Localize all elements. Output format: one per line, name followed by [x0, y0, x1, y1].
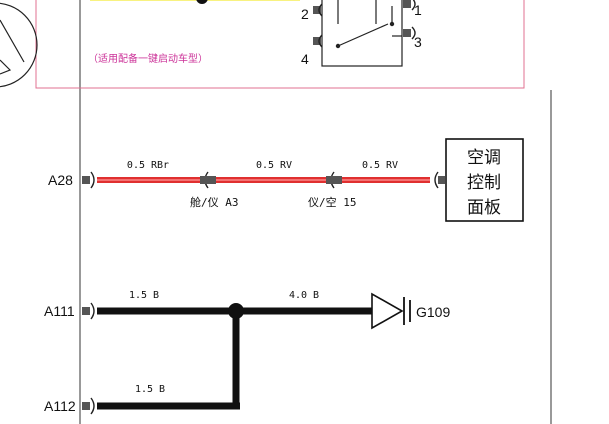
- main-ground-wire-gauge: 4.0 B: [289, 290, 319, 301]
- pin-a112-label: A112: [44, 398, 76, 414]
- relay-symbol: [321, 0, 403, 67]
- partial-switch-symbol: [0, 2, 38, 88]
- a28-segment-3-gauge: 0.5 RV: [362, 160, 398, 171]
- a111-wire-gauge: 1.5 B: [129, 290, 159, 301]
- connector-a3: [200, 171, 216, 189]
- a28-segment-2-gauge: 0.5 RV: [256, 160, 292, 171]
- ac-panel-line-2: 控制: [467, 173, 501, 193]
- relay-section-box: [35, 0, 525, 89]
- ground-g109-label: G109: [416, 304, 450, 320]
- relay-splice-dot: [196, 0, 208, 4]
- relay-connector-3: [403, 26, 416, 40]
- ac-control-panel: [445, 138, 524, 222]
- ground-symbol: [371, 292, 411, 330]
- ac-panel-line-1: 空调: [467, 148, 501, 168]
- relay-connector-1: [403, 0, 416, 11]
- a28-pin-connector: [82, 171, 95, 189]
- ac-panel-line-3: 面板: [467, 198, 501, 218]
- relay-connector-2: [313, 3, 323, 17]
- a112-pin-connector: [82, 397, 95, 415]
- relay-pin-4-label: 4: [301, 51, 309, 67]
- connector-15: [326, 171, 342, 189]
- ground-splice-dot: [228, 303, 244, 319]
- connector-15-label: 仪/空 15: [308, 195, 357, 209]
- panel-connector: [434, 171, 445, 189]
- relay-pin-1-label: 1: [414, 2, 422, 18]
- pin-a28-label: A28: [48, 172, 73, 188]
- relay-pin-2-label: 2: [301, 6, 309, 22]
- relay-connector-4: [313, 34, 323, 48]
- pin-a111-label: A111: [44, 303, 75, 319]
- relay-applicability-note: （适用配备一键启动车型）: [88, 52, 208, 65]
- connector-a3-label: 舱/仪 A3: [190, 195, 239, 209]
- a28-segment-1-gauge: 0.5 RBr: [127, 160, 169, 171]
- a111-pin-connector: [82, 302, 95, 320]
- a112-wire-gauge: 1.5 B: [135, 384, 165, 395]
- relay-pin-3-label: 3: [414, 34, 422, 50]
